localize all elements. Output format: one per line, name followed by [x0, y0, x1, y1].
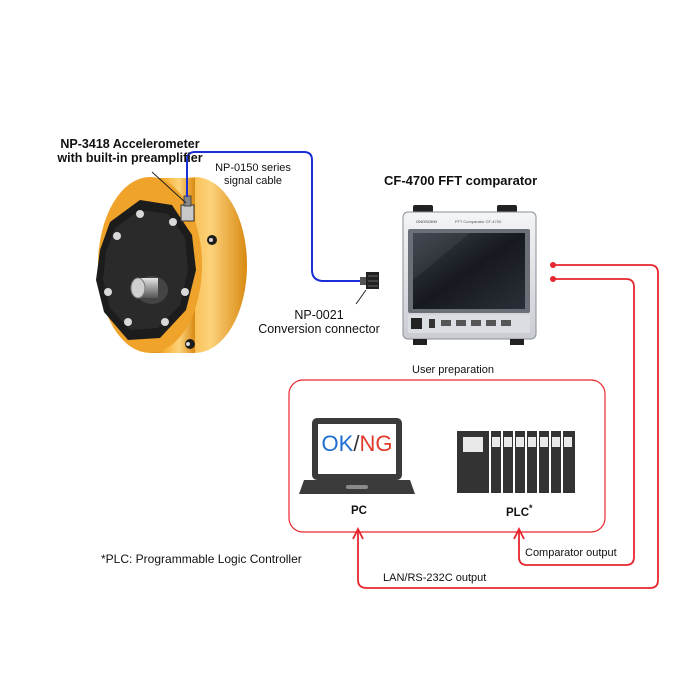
user-preparation-title: User preparation — [412, 364, 494, 376]
signal-cable — [186, 151, 362, 282]
plc-label: PLC* — [506, 503, 533, 520]
device-brand: ONOSOKKI — [416, 219, 438, 224]
cable-label: NP-0150 series signal cable — [208, 162, 298, 187]
pc-label: PC — [351, 505, 367, 517]
comparator-output-link — [352, 264, 659, 589]
screen-slash-text: / — [353, 431, 360, 456]
accelerometer-title-line1: NP-3418 Accelerometer — [60, 137, 200, 151]
plc-footnote: *PLC: Programmable Logic Controller — [101, 552, 302, 566]
device-model: FFT Comparator CF-4700 — [455, 219, 502, 224]
pc-screen-text: OK/NG — [318, 431, 396, 456]
cable-label-line1: NP-0150 series — [215, 162, 291, 174]
connector-label: NP-0021 Conversion connector — [254, 308, 384, 337]
plc-unit — [457, 431, 575, 493]
lan-output-link — [513, 278, 635, 566]
motor — [96, 177, 247, 353]
cable-label-line2: signal cable — [223, 174, 283, 187]
conversion-connector — [360, 272, 379, 289]
user-preparation-box — [288, 379, 606, 533]
comparator-title: CF-4700 FFT comparator — [384, 173, 538, 188]
plc-footnote-mark: * — [529, 503, 533, 513]
connector-label-line1: NP-0021 — [294, 308, 344, 322]
lan-output-label: LAN/RS-232C output — [383, 572, 487, 584]
accelerometer-callout — [151, 171, 187, 204]
fft-comparator-device — [402, 205, 537, 345]
accelerometer-title: NP-3418 Accelerometer with built-in prea… — [40, 137, 220, 166]
connector-callout — [355, 289, 367, 305]
pc-laptop — [299, 418, 415, 494]
screen-ok-text: OK — [321, 431, 354, 456]
plc-label-text: PLC — [506, 506, 529, 519]
connector-label-line2: Conversion connector — [258, 322, 380, 337]
comparator-output-label: Comparator output — [525, 547, 617, 559]
accelerometer-title-line2: with built-in preamplifier — [57, 151, 203, 166]
screen-ng-text: NG — [359, 431, 393, 456]
